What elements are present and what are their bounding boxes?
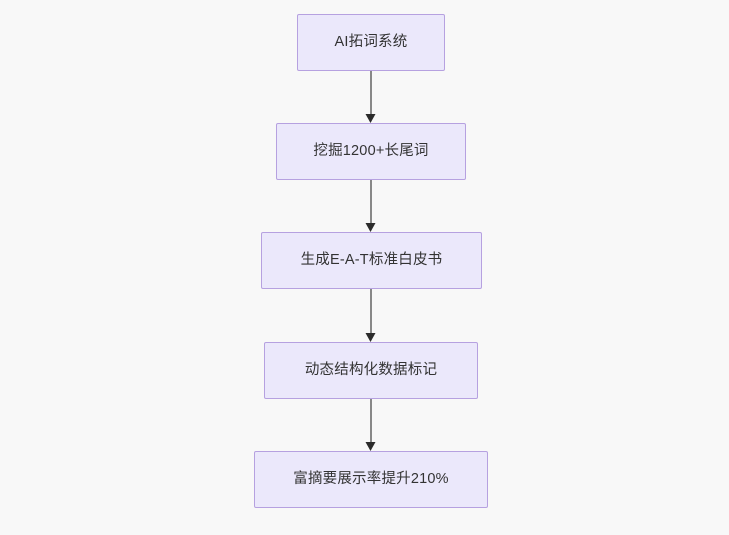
flow-node-generate-eat-whitepaper[interactable]: 生成E-A-T标准白皮书: [261, 232, 482, 289]
flow-node-label: AI拓词系统: [334, 33, 408, 50]
arrowhead-icon: [365, 223, 376, 232]
flow-node-ai-keyword-system[interactable]: AI拓词系统: [297, 14, 445, 71]
flow-node-label: 生成E-A-T标准白皮书: [300, 251, 443, 268]
flow-node-mine-longtail-keywords[interactable]: 挖掘1200+长尾词: [276, 123, 466, 180]
arrowhead-icon: [365, 442, 376, 451]
flow-node-dynamic-structured-data-markup[interactable]: 动态结构化数据标记: [264, 342, 478, 399]
arrowhead-icon: [365, 333, 376, 342]
connector-line: [370, 399, 372, 443]
arrowhead-icon: [365, 114, 376, 123]
flow-node-label: 动态结构化数据标记: [304, 361, 438, 378]
flow-node-label: 富摘要展示率提升210%: [293, 470, 449, 487]
flow-node-label: 挖掘1200+长尾词: [313, 142, 429, 159]
connector-line: [370, 289, 372, 334]
connector-line: [370, 71, 372, 115]
connector-line: [370, 180, 372, 224]
flow-node-rich-snippet-impression-lift[interactable]: 富摘要展示率提升210%: [254, 451, 488, 508]
